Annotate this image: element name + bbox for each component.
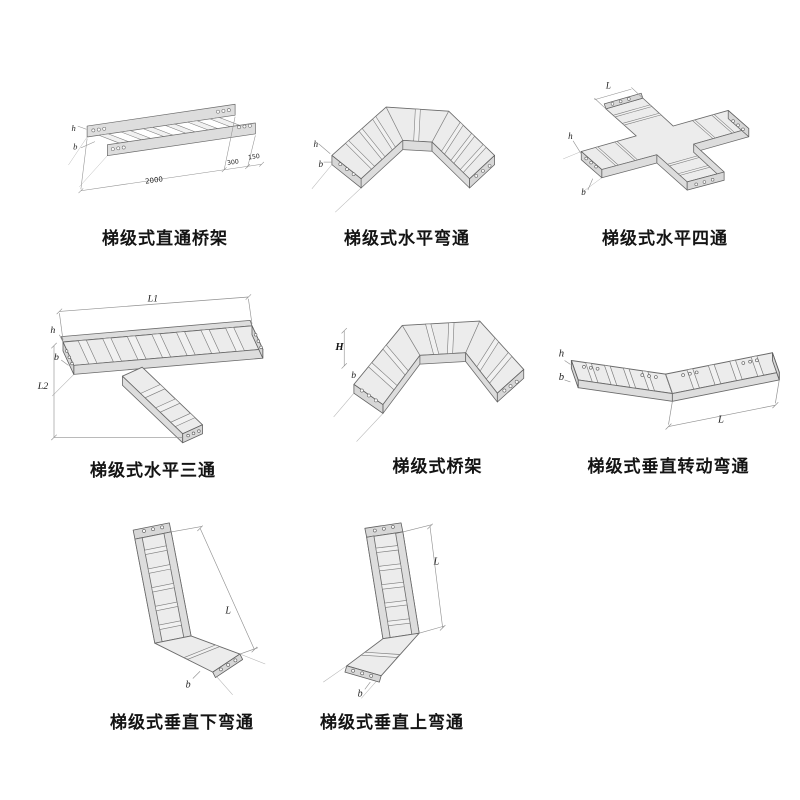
figure-horizontal-tee: L1 L2 h b 梯级式水平三通 bbox=[28, 288, 278, 481]
dim-label-b: b bbox=[358, 689, 363, 700]
dim-label-h: h bbox=[568, 131, 573, 141]
dim-label-b: b bbox=[351, 370, 356, 381]
figure-caption: 梯级式水平三通 bbox=[90, 461, 216, 480]
end-plate bbox=[603, 92, 644, 110]
figure-caption: 梯级式桥架 bbox=[392, 457, 483, 476]
rungs bbox=[595, 104, 735, 176]
dimensions: L h b bbox=[568, 80, 644, 197]
dimensions: 2000 300 150 h b bbox=[72, 116, 265, 194]
drawing-horizontal-bend-icon: h b bbox=[311, 106, 496, 213]
dim-label-L: L bbox=[605, 80, 611, 90]
figure-caption: 梯级式垂直转动弯通 bbox=[587, 457, 750, 476]
dim-label-H: H bbox=[334, 342, 344, 353]
dim-label-b: b bbox=[54, 352, 59, 363]
drawing-ladder-bridge-icon: H b bbox=[333, 320, 525, 442]
rail-holes bbox=[351, 525, 395, 678]
dim-label-L2: L2 bbox=[37, 381, 48, 392]
figure-caption: 梯级式水平弯通 bbox=[344, 229, 470, 248]
rail-holes bbox=[338, 162, 492, 178]
dim-label-h: h bbox=[72, 123, 76, 133]
drawing-vertical-swivel-bend-icon: h b L bbox=[559, 348, 780, 430]
rail-holes bbox=[584, 97, 745, 187]
drawing-vertical-down-bend-icon: L b bbox=[132, 522, 266, 695]
rungs bbox=[375, 545, 411, 627]
figure-horizontal-cross: L h b 梯级式水平四通 bbox=[540, 62, 790, 249]
dimensions: h b bbox=[314, 139, 332, 169]
rail-holes bbox=[142, 525, 238, 672]
rail-holes bbox=[582, 358, 759, 379]
dim-label-h: h bbox=[314, 139, 319, 149]
figure-straight-bridge: 2000 300 150 h b 梯级式直通桥架 bbox=[40, 70, 290, 249]
rungs bbox=[345, 108, 487, 173]
rungs bbox=[144, 545, 182, 630]
figure-vertical-swivel-bend: h b L 梯级式垂直转动弯通 bbox=[556, 310, 781, 477]
figure-caption: 梯级式垂直上弯通 bbox=[320, 713, 464, 732]
figure-caption: 梯级式直通桥架 bbox=[102, 229, 228, 248]
drawing-straight-bridge-icon: 2000 300 150 h b bbox=[68, 103, 265, 194]
far-rail bbox=[86, 103, 236, 138]
dim-label-h: h bbox=[559, 348, 564, 360]
figure-caption: 梯级式垂直下弯通 bbox=[110, 713, 254, 732]
drawing-horizontal-tee-icon: L1 L2 h b bbox=[37, 294, 264, 444]
figure-horizontal-bend: h b 梯级式水平弯通 bbox=[292, 72, 522, 249]
near-rail bbox=[107, 122, 256, 157]
dimensions: H b bbox=[334, 327, 356, 381]
figure-ladder-bridge: H b 梯级式桥架 bbox=[320, 292, 555, 477]
figure-vertical-down-bend: L b 梯级式垂直下弯通 bbox=[82, 512, 282, 733]
dimensions: L b bbox=[358, 523, 446, 700]
rail-holes bbox=[64, 333, 263, 438]
dim-label-L: L bbox=[433, 556, 440, 567]
figure-vertical-up-bend: L b 梯级式垂直上弯通 bbox=[292, 512, 492, 733]
dim-label-L: L bbox=[224, 605, 231, 616]
dim-label-b: b bbox=[73, 141, 78, 151]
dim-label-b: b bbox=[319, 159, 324, 169]
dim-label-b: b bbox=[559, 371, 565, 383]
dimensions: L1 L2 h b bbox=[37, 294, 253, 441]
dimensions: h b L bbox=[559, 348, 780, 430]
dim-label-150: 150 bbox=[248, 153, 261, 162]
dim-label-b: b bbox=[581, 187, 586, 197]
dim-label-2000: 2000 bbox=[145, 174, 164, 185]
dim-label-L1: L1 bbox=[147, 294, 158, 305]
end-plate bbox=[570, 360, 579, 389]
dim-label-300: 300 bbox=[227, 158, 240, 167]
drawing-horizontal-cross-icon: L h b bbox=[563, 80, 750, 197]
rail-holes bbox=[359, 379, 519, 403]
drawing-vertical-up-bend-icon: L b bbox=[323, 522, 446, 700]
dim-label-L: L bbox=[717, 414, 724, 426]
dim-label-b: b bbox=[186, 680, 191, 691]
rail-holes bbox=[91, 108, 252, 151]
dim-label-h: h bbox=[50, 325, 55, 336]
dimensions: L b bbox=[171, 525, 259, 691]
figure-caption: 梯级式水平四通 bbox=[602, 229, 728, 248]
